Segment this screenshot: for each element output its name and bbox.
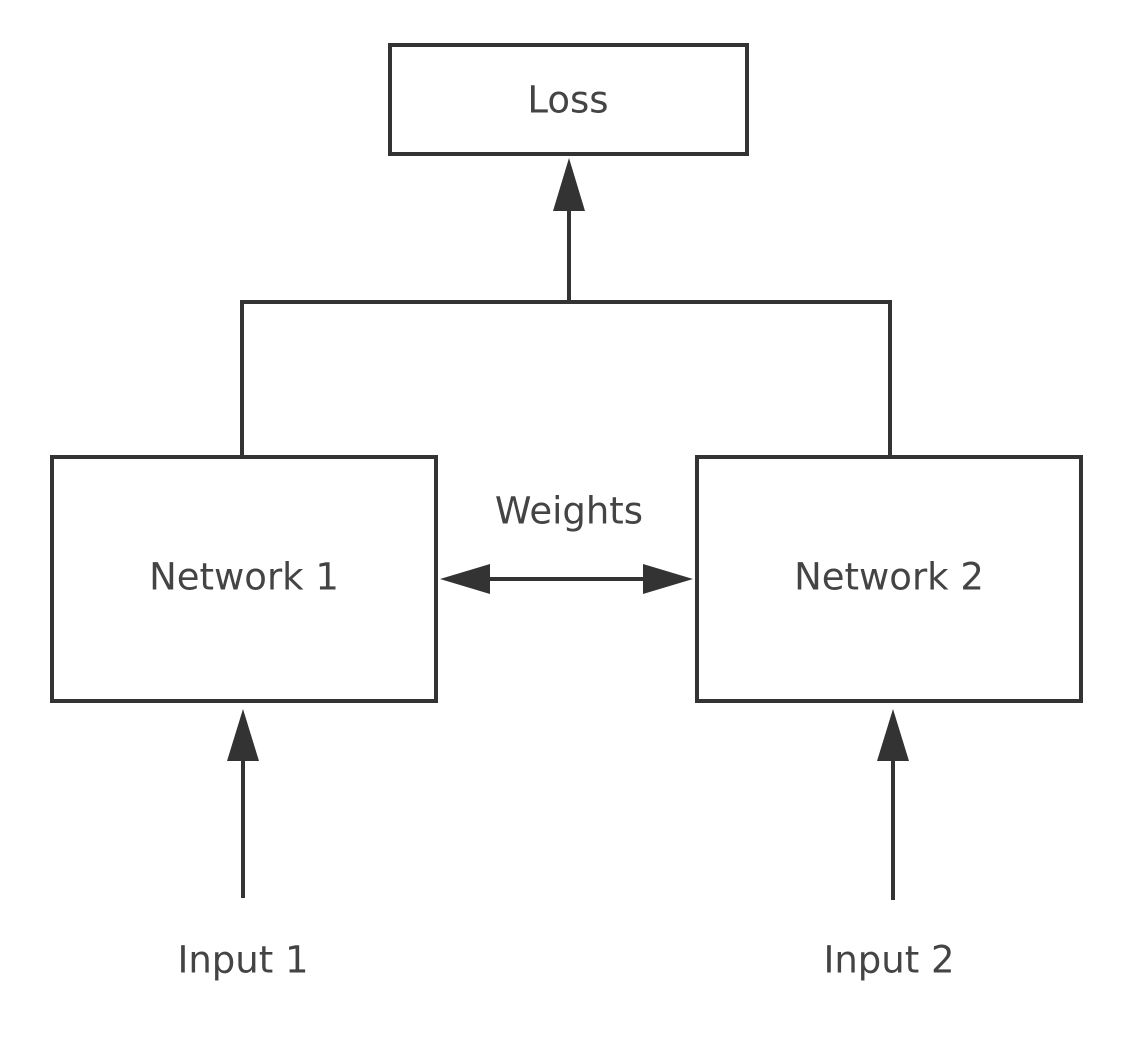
input-1-arrow bbox=[227, 709, 259, 898]
loss-arrowhead bbox=[553, 158, 585, 211]
loss-label: Loss bbox=[527, 79, 608, 122]
input-2-arrow bbox=[877, 709, 909, 900]
network-2-label: Network 2 bbox=[794, 556, 984, 599]
network-1-label: Network 1 bbox=[149, 556, 339, 599]
input-1-label: Input 1 bbox=[177, 939, 308, 982]
weights-arrowhead-left bbox=[440, 564, 490, 594]
network-1-node[interactable]: Network 1 bbox=[50, 455, 438, 703]
weights-arrowhead-right bbox=[643, 564, 693, 594]
loss-node[interactable]: Loss bbox=[388, 43, 749, 156]
loss-box bbox=[388, 43, 749, 156]
network-2-node[interactable]: Network 2 bbox=[695, 455, 1083, 703]
input-2-label: Input 2 bbox=[823, 939, 954, 982]
input-1-arrowhead bbox=[227, 709, 259, 761]
network-1-box bbox=[50, 455, 438, 703]
weights-double-arrow: Weights bbox=[440, 490, 693, 594]
input-2-arrowhead bbox=[877, 709, 909, 761]
weights-label: Weights bbox=[495, 490, 643, 533]
merge-connector-line bbox=[240, 300, 892, 457]
merge-to-loss-connector bbox=[240, 158, 892, 457]
